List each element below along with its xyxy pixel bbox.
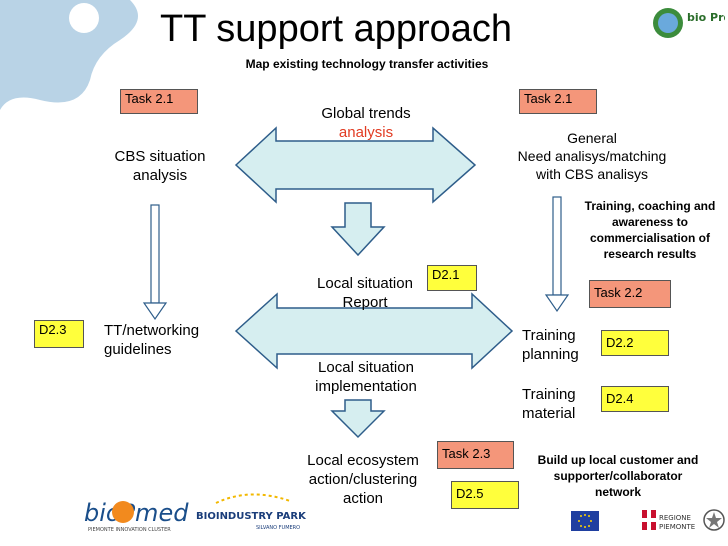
svg-text:SILVANO FUMERO: SILVANO FUMERO	[256, 525, 300, 531]
svg-text:PIEMONTE INNOVATION CLUSTER: PIEMONTE INNOVATION CLUSTER	[88, 527, 171, 533]
regione-piemonte-logo: REGIONE PIEMONTE	[642, 508, 700, 534]
bioindustry-park-logo: BIOINDUSTRY PARK SILVANO FUMERO	[194, 489, 307, 535]
double-arrow-middle	[234, 292, 514, 370]
corner-decoration	[0, 0, 138, 110]
build-up-network-label: Build up local customer and supporter/co…	[537, 453, 699, 499]
double-arrow-top	[234, 126, 477, 204]
thin-arrow-left	[142, 204, 168, 321]
training-coaching-label: Training, coaching and awareness to comm…	[584, 199, 716, 261]
slide-title: TT support approach	[160, 8, 513, 50]
thin-arrow-right	[544, 196, 570, 313]
svg-text:REGIONE: REGIONE	[659, 514, 691, 522]
biopmed-logo: bioPmed PIEMONTE INNOVATION CLUSTER	[82, 491, 192, 535]
svg-text:BIOINDUSTRY PARK: BIOINDUSTRY PARK	[196, 511, 306, 522]
deliverable-d25: D2.5	[451, 481, 519, 509]
local-situation-report-label: Local situation Report	[317, 275, 413, 311]
training-material-label: Training material	[522, 386, 576, 422]
general-need-label: General Need analisys/matching with CBS …	[517, 130, 667, 182]
svg-text:bioPmed: bioPmed	[84, 499, 189, 527]
tt-networking-label: TT/networking guidelines	[104, 322, 200, 358]
global-trends-label: Global trends analysis	[321, 105, 411, 141]
down-arrow-1	[330, 202, 386, 257]
slide-subtitle: Map existing technology transfer activit…	[245, 57, 489, 71]
down-arrow-2	[330, 399, 386, 439]
task-box-top-left: Task 2.1	[120, 89, 198, 114]
task-box-bottom: Task 2.3	[437, 441, 514, 469]
task-box-top-right: Task 2.1	[519, 89, 597, 114]
deliverable-d24: D2.4	[601, 386, 669, 412]
local-situation-implementation-label: Local situation implementation	[315, 359, 417, 395]
training-planning-label: Training planning	[522, 327, 579, 363]
deliverable-d21: D2.1	[427, 265, 477, 291]
bioprotech-logo: bio Protech	[651, 6, 728, 40]
cbs-situation-label: CBS situation analysis	[114, 148, 206, 184]
task-box-right-mid: Task 2.2	[589, 280, 671, 308]
eu-flag-icon	[571, 511, 599, 531]
svg-text:bio Protech: bio Protech	[687, 11, 725, 24]
italian-republic-emblem-icon	[702, 506, 726, 536]
local-ecosystem-label: Local ecosystem action/clustering action	[307, 452, 419, 507]
svg-text:PIEMONTE: PIEMONTE	[659, 523, 695, 531]
deliverable-d22: D2.2	[601, 330, 669, 356]
deliverable-d23: D2.3	[34, 320, 84, 348]
